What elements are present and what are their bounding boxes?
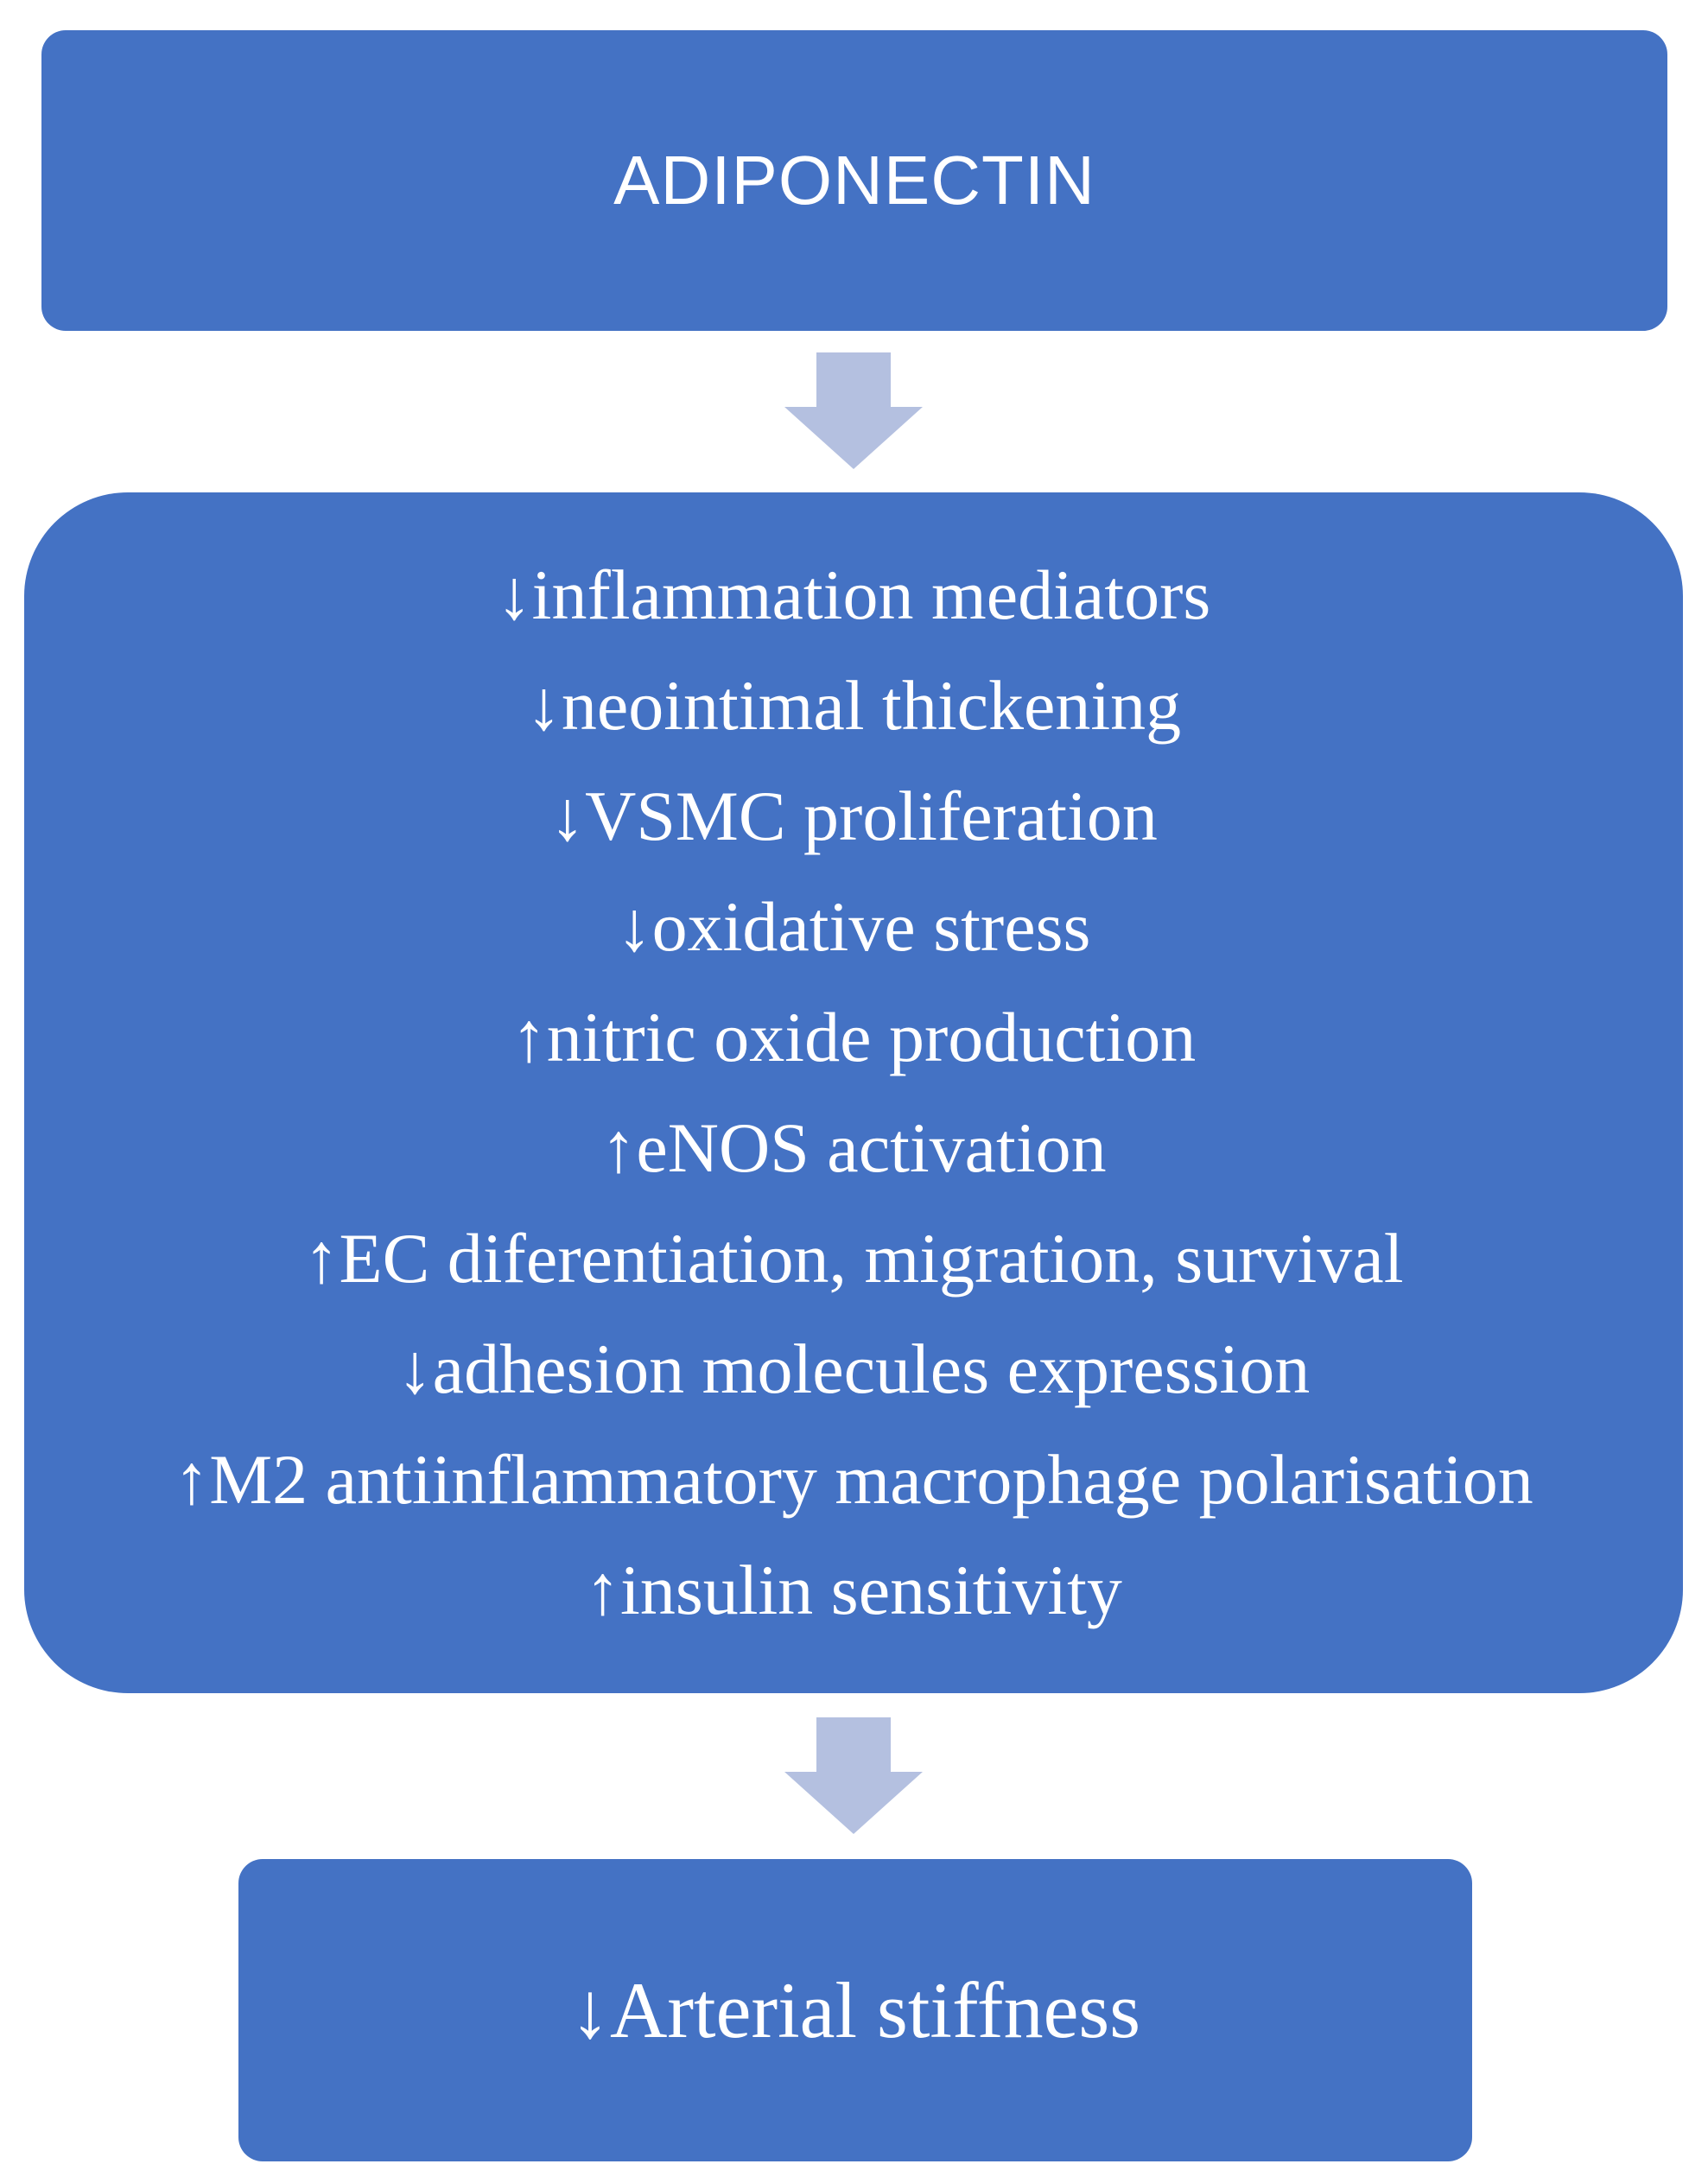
effect-item: ↓inflammation mediators bbox=[496, 555, 1211, 634]
effect-item: ↓neointimal thickening bbox=[525, 666, 1182, 745]
adiponectin-box: ADIPONECTIN bbox=[41, 30, 1667, 331]
down-arrow-icon bbox=[784, 1717, 923, 1834]
effect-item: ↑insulin sensitivity bbox=[585, 1551, 1122, 1629]
adiponectin-title: ADIPONECTIN bbox=[613, 142, 1095, 219]
effects-box: ↓inflammation mediators ↓neointimal thic… bbox=[24, 492, 1683, 1693]
effect-item: ↑EC diferentiation, migration, survival bbox=[303, 1219, 1404, 1298]
arterial-stiffness-box: ↓Arterial stiffness bbox=[238, 1859, 1472, 2161]
effect-item: ↓oxidative stress bbox=[616, 887, 1091, 966]
effect-item: ↓adhesion molecules expression bbox=[397, 1329, 1311, 1408]
arterial-stiffness-title: ↓Arterial stiffness bbox=[569, 1966, 1141, 2054]
effect-item: ↑nitric oxide production bbox=[511, 998, 1197, 1076]
down-arrow-icon bbox=[784, 352, 923, 469]
effect-item: ↑eNOS activation bbox=[600, 1108, 1107, 1187]
effect-item: ↑M2 antiinflammatory macrophage polarisa… bbox=[174, 1440, 1533, 1519]
effect-item: ↓VSMC proliferation bbox=[549, 777, 1158, 855]
